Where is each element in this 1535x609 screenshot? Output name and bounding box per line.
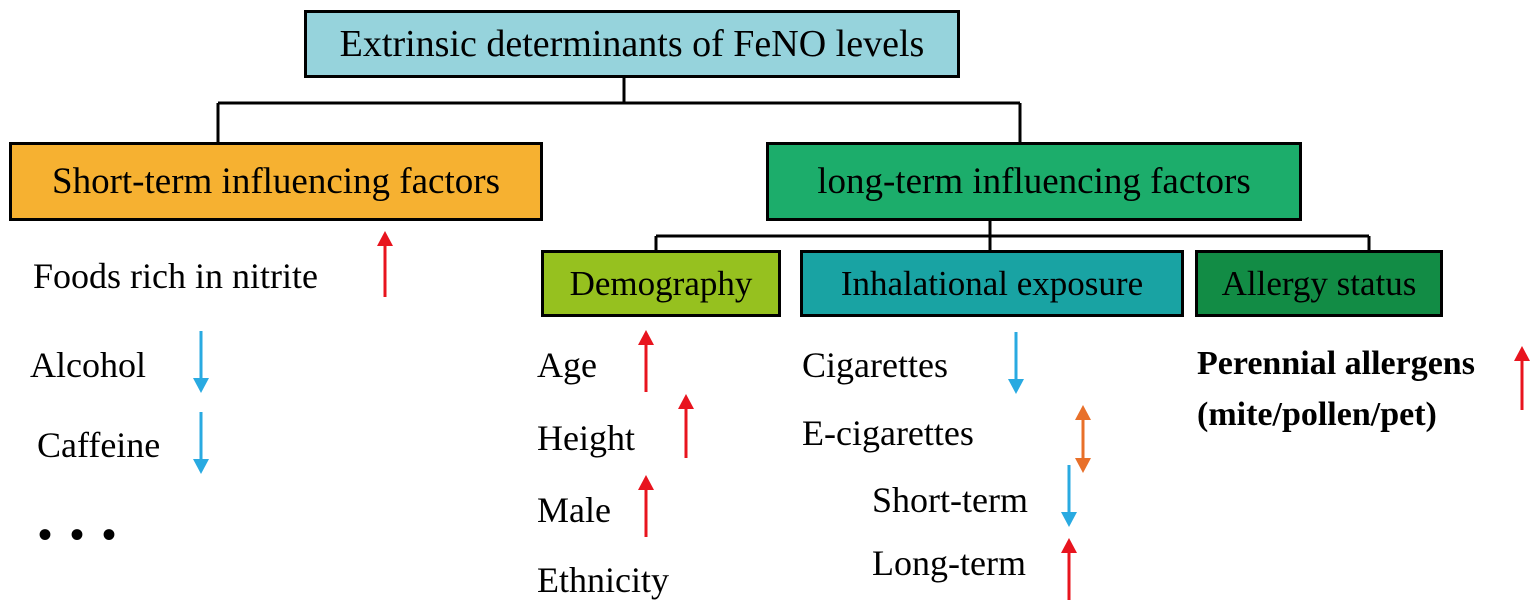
arrow-up-down-icon xyxy=(1075,405,1091,473)
ellipsis: • • • xyxy=(38,512,121,557)
arrow-up-icon xyxy=(638,330,654,392)
arrow-up-icon xyxy=(377,231,393,297)
root-node: Extrinsic determinants of FeNO levels xyxy=(304,10,960,78)
item-male: Male xyxy=(537,490,611,530)
root-label: Extrinsic determinants of FeNO levels xyxy=(339,23,925,65)
item-short-term: Short-term xyxy=(872,480,1028,520)
demography-label: Demography xyxy=(569,263,753,303)
demography-node: Demography xyxy=(541,250,781,317)
arrow-up-icon xyxy=(678,394,694,458)
item-allergen-examples: (mite/pollen/pet) xyxy=(1197,396,1437,433)
item-e-cigarettes: E-cigarettes xyxy=(802,413,974,453)
arrow-up-icon xyxy=(638,475,654,537)
item-height: Height xyxy=(537,418,635,458)
item-cigarettes: Cigarettes xyxy=(802,345,948,385)
long-term-node: long-term influencing factors xyxy=(766,142,1302,221)
inhalational-exposure-label: Inhalational exposure xyxy=(840,263,1144,303)
long-term-label: long-term influencing factors xyxy=(817,161,1251,202)
short-term-label: Short-term influencing factors xyxy=(52,161,500,202)
item-alcohol: Alcohol xyxy=(30,345,146,385)
arrow-down-icon xyxy=(1008,332,1024,394)
arrow-down-icon xyxy=(1061,465,1077,527)
short-term-node: Short-term influencing factors xyxy=(9,142,543,221)
arrow-down-icon xyxy=(193,412,209,474)
item-caffeine: Caffeine xyxy=(37,425,161,465)
item-foods-rich-in-nitrite: Foods rich in nitrite xyxy=(33,256,318,296)
item-long-term: Long-term xyxy=(872,543,1026,583)
item-age: Age xyxy=(537,345,597,385)
arrow-down-icon xyxy=(193,331,209,393)
allergy-status-label: Allergy status xyxy=(1221,263,1417,303)
inhalational-exposure-node: Inhalational exposure xyxy=(800,250,1184,317)
allergy-status-node: Allergy status xyxy=(1195,250,1443,317)
item-perennial-allergens: Perennial allergens xyxy=(1197,345,1475,382)
arrow-up-icon xyxy=(1514,346,1530,410)
item-ethnicity: Ethnicity xyxy=(537,560,669,600)
arrow-up-icon xyxy=(1061,538,1077,600)
